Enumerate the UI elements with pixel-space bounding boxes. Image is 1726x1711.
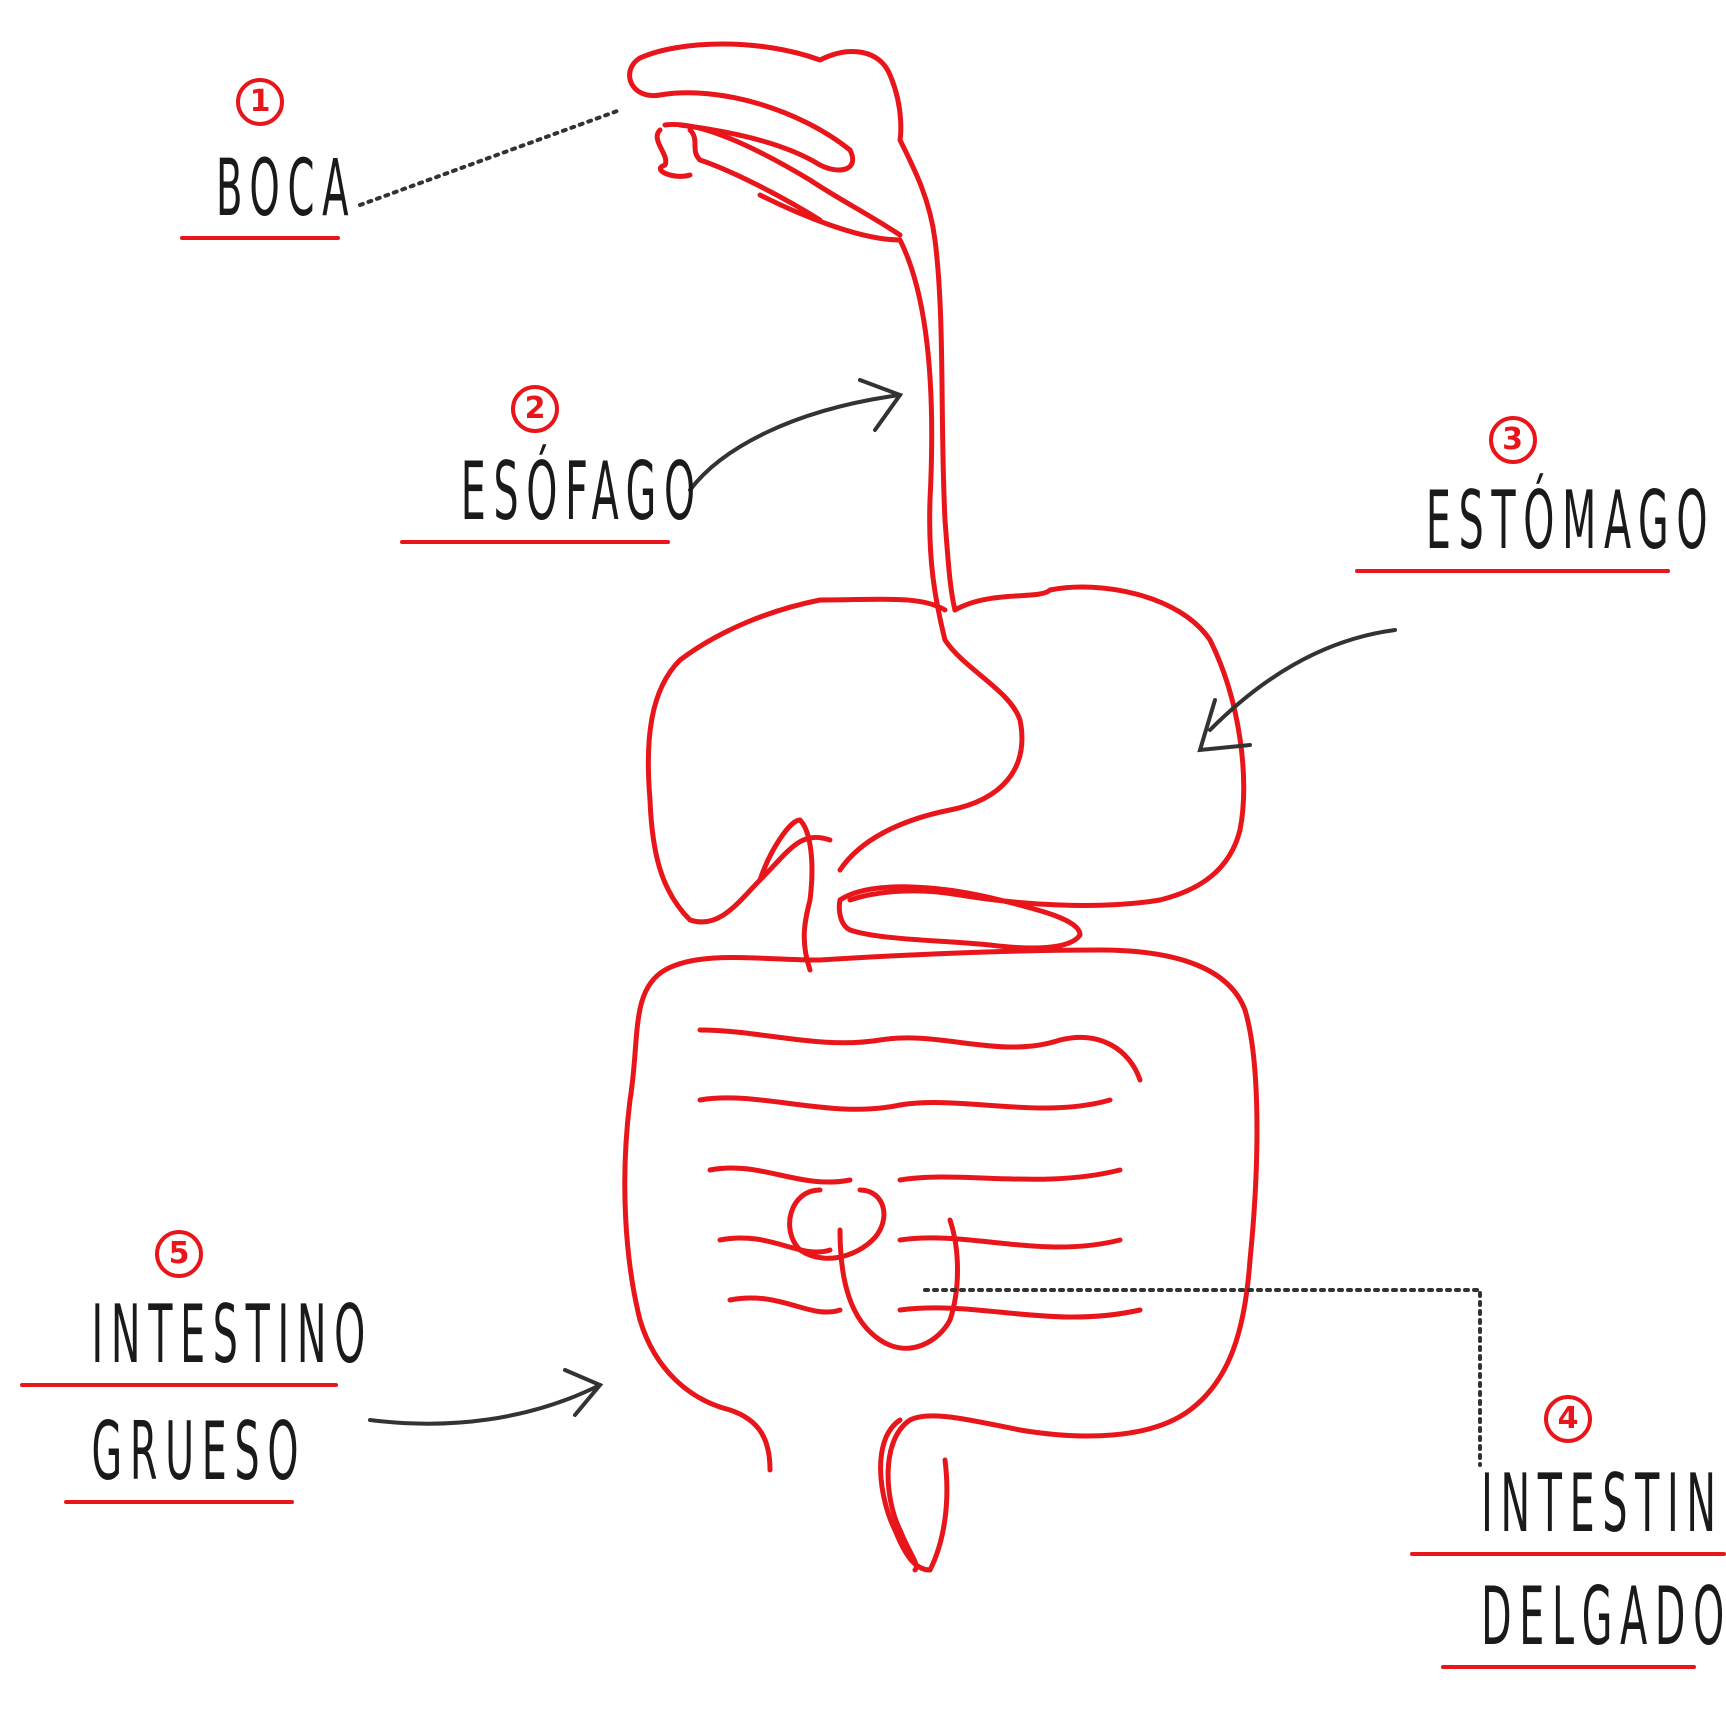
- label-grueso-line1: INTESTINO: [92, 1288, 267, 1381]
- label-estomago-underline: [1355, 569, 1670, 573]
- label-boca-text: BOCA: [216, 144, 304, 234]
- boca-pointer: [360, 110, 620, 205]
- label-delgado-line2: DELGADO: [1481, 1570, 1655, 1663]
- step-number-4: 4: [1544, 1395, 1592, 1443]
- tongue-outline: [665, 124, 900, 240]
- large-intestine-outline: [625, 950, 1257, 1570]
- grueso-arrow: [370, 1385, 600, 1424]
- label-delgado-underline-1: [1410, 1552, 1726, 1556]
- liver-outline: [648, 599, 945, 922]
- label-intestino-grueso: 5 INTESTINO GRUESO: [20, 1230, 338, 1504]
- small-intestine-loops: [700, 1030, 1140, 1348]
- gallbladder-outline: [760, 820, 812, 970]
- label-grueso-underline-2: [64, 1500, 294, 1504]
- label-estomago: 3 ESTÓMAGO: [1355, 416, 1670, 573]
- label-esofago-text: ESÓFAGO: [461, 445, 610, 538]
- stomach-outline: [850, 587, 1244, 905]
- step-number-5: 5: [155, 1230, 203, 1278]
- label-delgado-underline-2: [1441, 1665, 1696, 1669]
- label-grueso-underline-1: [20, 1383, 338, 1387]
- label-delgado-line1: INTESTINO: [1481, 1457, 1655, 1550]
- label-estomago-text: ESTÓMAGO: [1426, 474, 1599, 567]
- esofago-arrow: [690, 395, 900, 490]
- esophagus-left: [840, 240, 1022, 870]
- label-grueso-line2: GRUESO: [92, 1405, 267, 1498]
- label-esofago-underline: [400, 540, 670, 544]
- label-boca: 1 BOCA: [180, 78, 340, 240]
- step-number-3: 3: [1489, 416, 1537, 464]
- label-esofago: 2 ESÓFAGO: [400, 385, 670, 544]
- esofago-arrowhead: [860, 380, 900, 430]
- step-number-1: 1: [236, 78, 284, 126]
- delgado-pointer: [925, 1290, 1480, 1465]
- step-number-2: 2: [511, 385, 559, 433]
- label-boca-underline: [180, 236, 340, 240]
- teeth-outline: [657, 130, 700, 176]
- label-intestino-delgado: 4 INTESTINO DELGADO: [1410, 1395, 1726, 1669]
